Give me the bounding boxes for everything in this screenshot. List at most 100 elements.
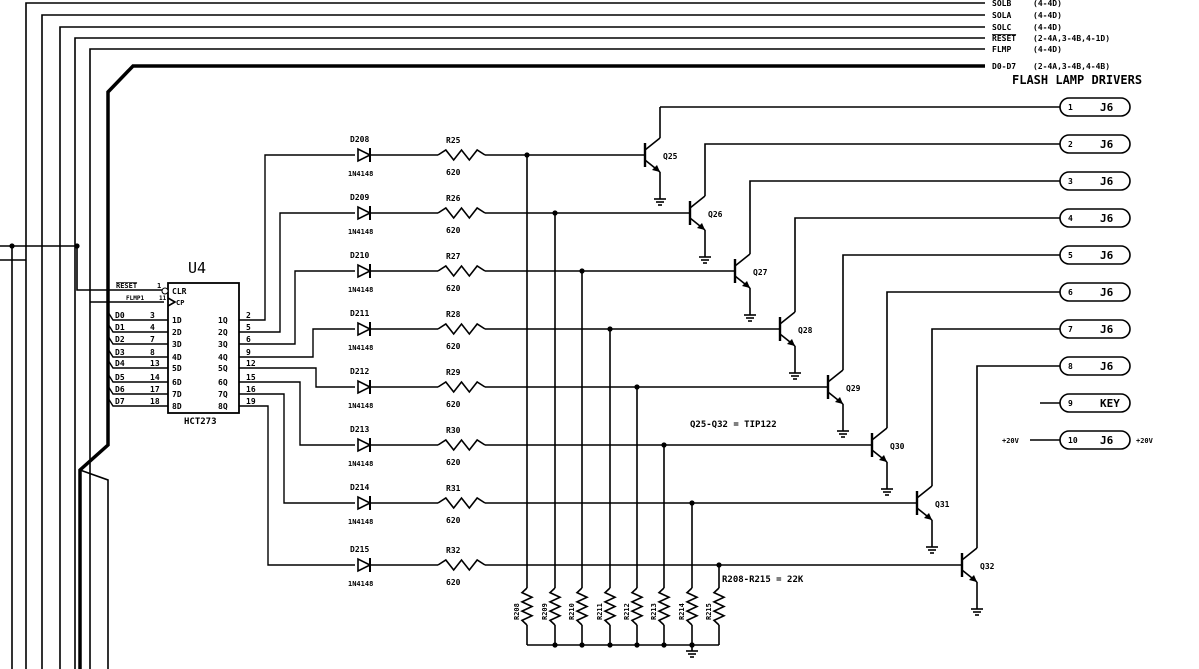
pulldown-ref: R210 <box>568 603 576 620</box>
emitter-arrow-icon <box>835 397 843 404</box>
diode-icon <box>357 205 372 221</box>
pin-label: 5D <box>172 364 182 373</box>
input-net-label: D4 <box>115 359 125 368</box>
signal-ref: (2-4A,3-4B,4-4B) <box>1033 62 1110 71</box>
resistor-value: 620 <box>446 516 461 525</box>
series-resistor-icon <box>437 264 486 278</box>
connector-label: J6 <box>1100 138 1114 151</box>
pulldown-ref: R209 <box>541 603 549 620</box>
data-bus-d0-d7 <box>78 64 985 669</box>
emitter-arrow-icon <box>969 575 977 582</box>
connector-label: J6 <box>1100 175 1114 188</box>
resistor-value: 620 <box>446 284 461 293</box>
diode-ref: D209 <box>350 193 369 202</box>
output-wire-7q <box>239 393 355 504</box>
pin-label: 1D <box>172 316 182 325</box>
net-label-flmp: FLMP1 <box>126 295 144 302</box>
connector-pin-number: 8 <box>1068 362 1073 371</box>
pin-number: 18 <box>150 397 160 406</box>
input-wire-d2 <box>107 335 168 345</box>
pin-number: 3 <box>150 311 155 320</box>
ic-part: HCT273 <box>184 417 217 427</box>
collector-wire <box>976 365 1060 396</box>
input-net-label: D7 <box>115 397 125 406</box>
input-net-label: D6 <box>115 385 125 394</box>
input-net-label: D5 <box>115 373 125 382</box>
emitter-arrow-icon <box>652 165 660 172</box>
input-wire-d0 <box>107 311 168 321</box>
pin-label: 5Q <box>218 364 228 373</box>
diode-part: 1N4148 <box>348 518 373 526</box>
emitter-arrow-icon <box>879 455 887 462</box>
connector-pin-7 <box>1059 319 1131 339</box>
pin-label: 2D <box>172 328 182 337</box>
signal-label-sola: SOLA <box>992 11 1011 20</box>
connector-label: KEY <box>1100 397 1120 410</box>
ic-u4-body <box>167 282 240 414</box>
pin-number: 12 <box>246 359 256 368</box>
pin-label: 6D <box>172 378 182 387</box>
transistor-collector <box>916 485 933 499</box>
input-wire-d6 <box>107 385 168 395</box>
diode-icon <box>357 321 372 337</box>
signal-line-sola <box>41 14 985 669</box>
schematic-title: FLASH LAMP DRIVERS <box>1012 73 1142 87</box>
transistor-ref: Q30 <box>890 442 905 451</box>
connector-pin-4 <box>1059 208 1131 228</box>
collector-wire <box>842 254 1060 285</box>
connector-label: J6 <box>1100 323 1114 336</box>
connector-label: J6 <box>1100 101 1114 114</box>
series-resistor-icon <box>437 496 486 510</box>
reset-wire <box>76 246 163 291</box>
transistor-ref: Q28 <box>798 326 813 335</box>
transistor-ref: Q31 <box>935 500 950 509</box>
signal-line-solb <box>25 2 985 669</box>
pin-label: 3D <box>172 340 182 349</box>
output-wire-4q <box>239 328 355 358</box>
signal-label-solc: SOLC <box>992 23 1011 32</box>
diode-part: 1N4148 <box>348 228 373 236</box>
resistor-ref: R28 <box>446 310 461 319</box>
diode-ref: D212 <box>350 367 369 376</box>
connector-pin-number: 3 <box>1068 177 1073 186</box>
connector-pin-10 <box>1059 430 1131 450</box>
transistor-ref: Q27 <box>753 268 768 277</box>
diode-part: 1N4148 <box>348 580 373 588</box>
data-bus-line <box>79 468 109 669</box>
transistor-collector <box>689 195 706 209</box>
transistor-ref: Q25 <box>663 152 678 161</box>
signal-ref: (4-4D) <box>1033 11 1062 20</box>
pin-number: 13 <box>150 359 160 368</box>
diode-icon <box>357 263 372 279</box>
signal-line-reset <box>74 37 985 669</box>
pin-number: 19 <box>246 397 256 406</box>
input-net-label: D0 <box>115 311 125 320</box>
signal-label-reset: RESET <box>992 34 1016 43</box>
signal-ref: (4-4D) <box>1033 0 1062 8</box>
net-label-plus20v: +20V <box>1002 437 1020 445</box>
collector-wire <box>931 328 1060 359</box>
series-resistor-icon <box>437 438 486 452</box>
input-wire-d5 <box>107 373 168 383</box>
resistor-value: 620 <box>446 226 461 235</box>
pin-number: 1 <box>157 282 161 290</box>
transistor-collector <box>871 427 888 441</box>
pulldown-resistor-icon <box>685 587 699 626</box>
pin-number: 8 <box>150 348 155 357</box>
connector-label: J6 <box>1100 434 1114 447</box>
pulldown-ref: R208 <box>513 603 521 620</box>
signal-line-solc <box>59 26 985 669</box>
pin-label: 2Q <box>218 328 228 337</box>
signal-label-flmp: FLMP <box>992 45 1011 54</box>
diode-ref: D214 <box>350 483 369 492</box>
resistor-ref: R31 <box>446 484 461 493</box>
transistor-collector <box>827 369 844 383</box>
connector-pin-number: 4 <box>1068 214 1073 223</box>
connector-label: J6 <box>1100 360 1114 373</box>
pulldown-resistor-icon <box>520 587 534 626</box>
diode-part: 1N4148 <box>348 170 373 178</box>
net-label-reset: RESET <box>116 282 137 290</box>
pin-number: 17 <box>150 385 160 394</box>
signal-ref: (2-4A,3-4B,4-1D) <box>1033 34 1110 43</box>
collector-wire <box>704 143 1060 174</box>
